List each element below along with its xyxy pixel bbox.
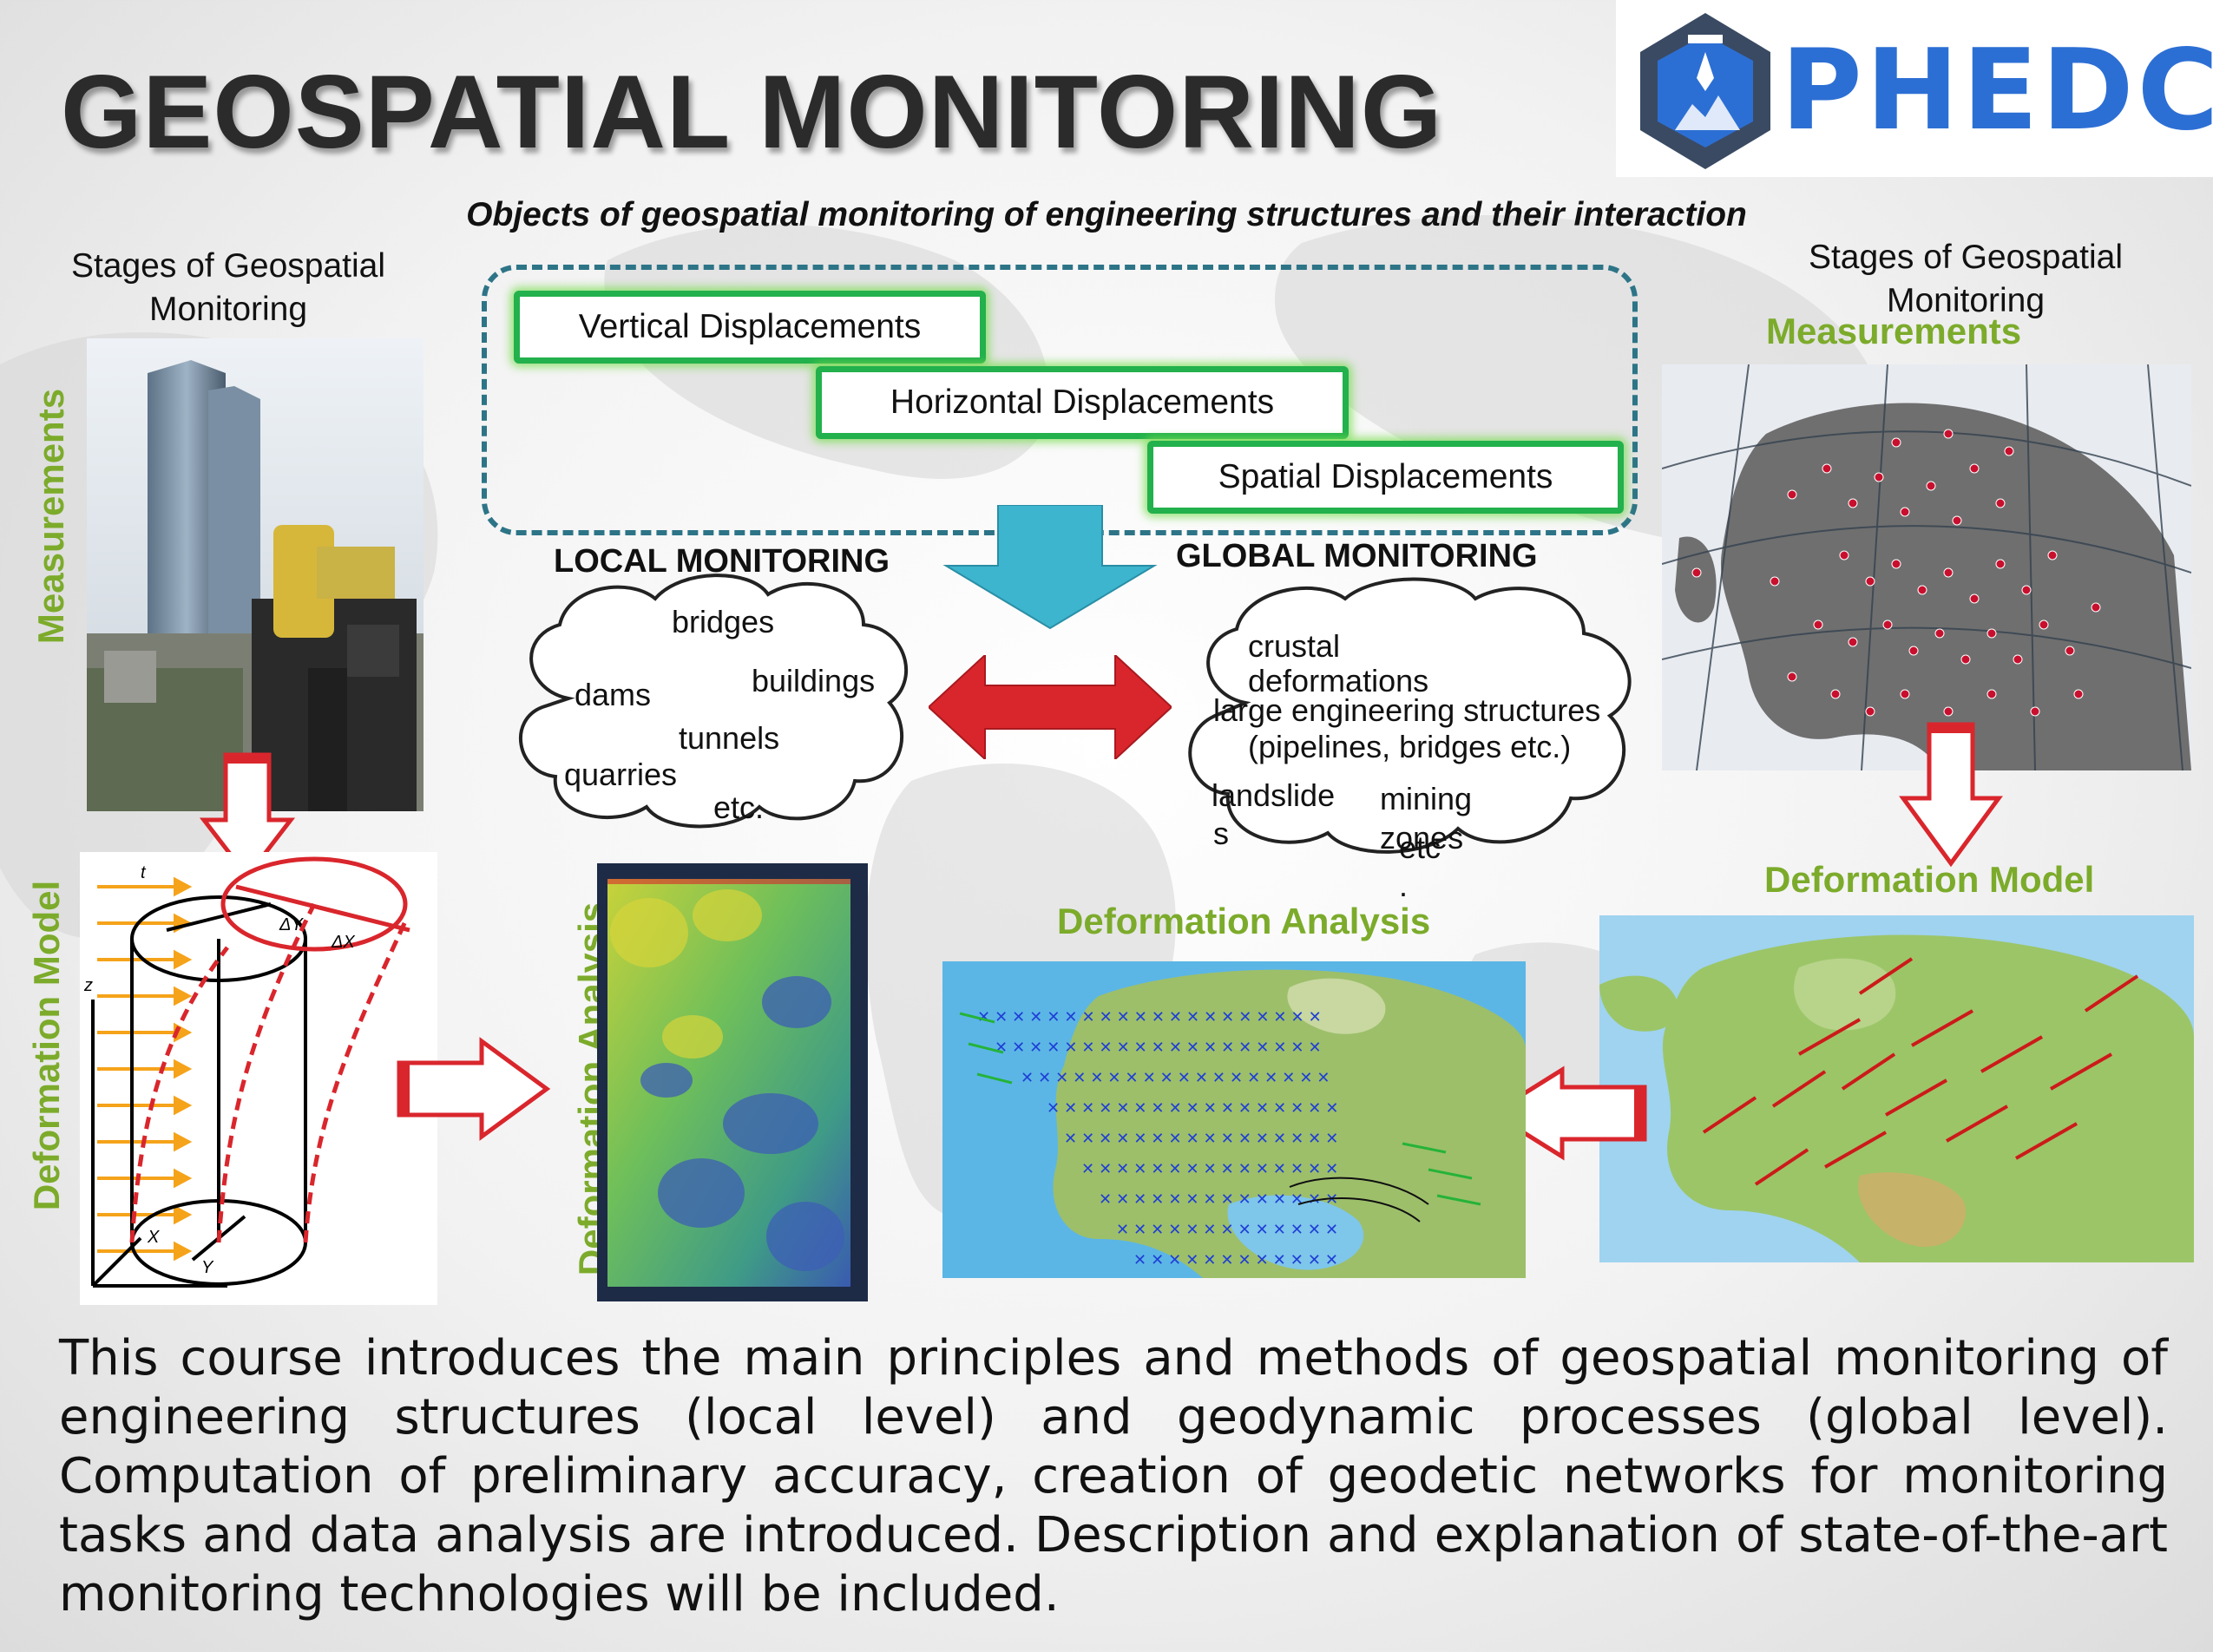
deformation-model-diagram: t z X Y ΔY ΔX [80,852,437,1305]
horizontal-displacements-box: Horizontal Displacements [816,366,1349,439]
svg-text:✕ ✕ ✕ ✕ ✕ ✕ ✕ ✕ ✕ ✕ ✕ ✕ ✕ ✕ ✕: ✕ ✕ ✕ ✕ ✕ ✕ ✕ ✕ ✕ ✕ ✕ ✕ ✕ ✕ ✕ ✕ ✕ ✕ ✕ [995,1039,1322,1056]
global-item-dot: . [1399,868,1409,903]
local-item-etc: etc. [713,790,765,825]
svg-text:✕ ✕ ✕ ✕ ✕ ✕ ✕ ✕ ✕ ✕ ✕ ✕ ✕ ✕ ✕: ✕ ✕ ✕ ✕ ✕ ✕ ✕ ✕ ✕ ✕ ✕ ✕ ✕ ✕ ✕ [1081,1160,1338,1177]
europe-velocity-map [1599,915,2194,1262]
svg-text:✕ ✕ ✕ ✕ ✕ ✕ ✕ ✕ ✕ ✕ ✕ ✕: ✕ ✕ ✕ ✕ ✕ ✕ ✕ ✕ ✕ ✕ ✕ ✕ [1133,1251,1338,1268]
local-monitoring-title: LOCAL MONITORING [554,543,890,580]
left-stages-heading-line2: Monitoring [148,291,308,328]
deformation-analysis-heatmap [597,863,868,1301]
global-item-landslides: landslide [1212,777,1336,813]
diagram-subtitle: Objects of geospatial monitoring of engi… [466,196,1747,233]
local-item-tunnels: tunnels [679,720,780,756]
global-monitoring-cloud [1188,577,1632,854]
right-stages-heading-line2: Monitoring [1886,282,2046,319]
global-item-landslides-s: s [1213,816,1229,851]
left-down-arrow-icon [200,752,295,881]
page-title: GEOSPATIAL MONITORING [61,54,1443,170]
left-stages-heading-line1: Stages of Geospatial [70,247,386,285]
global-item-crustal: crustal [1248,628,1341,664]
spatial-displacements-box: Spatial Displacements [1147,441,1624,514]
right-stages-heading: Stages of Geospatial Monitoring [1779,236,2152,323]
delta-y-label: ΔY [279,915,304,934]
phedcs-logo: PHEDCS [1616,0,2213,177]
svg-text:✕ ✕ ✕ ✕ ✕ ✕ ✕ ✕ ✕ ✕ ✕ ✕ ✕ ✕: ✕ ✕ ✕ ✕ ✕ ✕ ✕ ✕ ✕ ✕ ✕ ✕ ✕ ✕ [1099,1190,1338,1208]
right-measurements-label: Measurements [1766,311,2022,351]
axis-x-label: X [147,1228,160,1247]
total-station-photo [87,338,424,811]
right-deformation-model-label: Deformation Model [1764,859,2095,900]
global-item-etc: etc [1399,829,1441,865]
local-item-buildings: buildings [752,663,876,698]
right-deformation-analysis-label: Deformation Analysis [1057,901,1431,941]
global-item-mining: mining [1380,781,1473,816]
deformation-vectors-map: ✕ ✕ ✕ ✕ ✕ ✕ ✕ ✕ ✕ ✕ ✕ ✕ ✕ ✕ ✕ ✕ ✕ ✕ ✕ ✕ … [942,961,1526,1278]
delta-x-label: ΔX [331,933,355,952]
left-arrow-to-analysis-icon [1488,1065,1647,1161]
local-item-quarries: quarries [564,757,678,792]
svg-text:✕ ✕ ✕ ✕ ✕ ✕ ✕ ✕ ✕ ✕ ✕ ✕ ✕ ✕ ✕: ✕ ✕ ✕ ✕ ✕ ✕ ✕ ✕ ✕ ✕ ✕ ✕ ✕ ✕ ✕ ✕ ✕ ✕ [1021,1069,1330,1086]
local-item-dams: dams [575,677,652,712]
svg-text:✕ ✕ ✕ ✕ ✕ ✕ ✕ ✕ ✕ ✕ ✕ ✕ ✕ ✕ ✕: ✕ ✕ ✕ ✕ ✕ ✕ ✕ ✕ ✕ ✕ ✕ ✕ ✕ ✕ ✕ ✕ ✕ [1047,1099,1338,1117]
global-item-deformations: deformations [1248,663,1429,698]
global-item-large-structures: large engineering structures [1213,692,1601,728]
global-monitoring-title: GLOBAL MONITORING [1176,538,1538,574]
left-stages-heading: Stages of Geospatial Monitoring [50,245,406,331]
left-deformation-model-label: Deformation Model [26,880,67,1211]
course-description: This course introduces the main principl… [59,1330,2168,1622]
europe-stations-map [1662,364,2191,770]
axis-t-label: t [141,863,147,882]
right-arrow-to-analysis-icon [397,1037,551,1141]
svg-text:✕ ✕ ✕ ✕ ✕ ✕ ✕ ✕ ✕ ✕ ✕ ✕ ✕ ✕ ✕: ✕ ✕ ✕ ✕ ✕ ✕ ✕ ✕ ✕ ✕ ✕ ✕ ✕ ✕ ✕ ✕ ✕ ✕ ✕ ✕ [977,1008,1322,1026]
red-double-arrow-icon [929,655,1172,759]
logo-emblem-icon [1640,13,1770,169]
local-item-bridges: bridges [672,604,775,639]
svg-text:✕ ✕ ✕ ✕ ✕ ✕ ✕ ✕ ✕ ✕ ✕ ✕ ✕ ✕ ✕: ✕ ✕ ✕ ✕ ✕ ✕ ✕ ✕ ✕ ✕ ✕ ✕ ✕ ✕ ✕ ✕ [1064,1130,1338,1147]
vertical-displacements-box: Vertical Displacements [514,291,986,364]
local-monitoring-cloud [519,574,909,829]
global-item-zones: zones [1380,820,1464,856]
global-item-pipelines: (pipelines, bridges etc.) [1248,729,1572,764]
blue-down-arrow-icon [942,505,1158,630]
left-measurements-label: Measurements [30,388,71,645]
axis-y-label: Y [201,1258,214,1277]
logo-text: PHEDCS [1781,26,2213,155]
axis-z-label: z [83,976,93,995]
right-down-arrow-icon [1899,722,2003,868]
svg-text:✕ ✕ ✕ ✕ ✕ ✕ ✕ ✕ ✕ ✕ ✕ ✕ ✕: ✕ ✕ ✕ ✕ ✕ ✕ ✕ ✕ ✕ ✕ ✕ ✕ ✕ [1116,1221,1338,1238]
right-stages-heading-line1: Stages of Geospatial [1808,239,2124,276]
